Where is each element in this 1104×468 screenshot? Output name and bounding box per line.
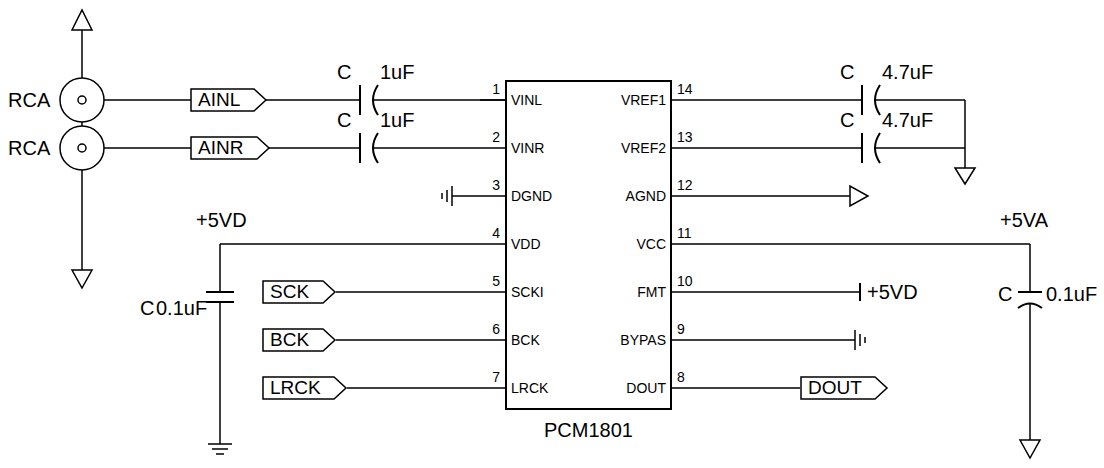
component-value: 1uF xyxy=(380,108,414,132)
pin-number: 11 xyxy=(677,224,692,242)
pin-number: 10 xyxy=(677,272,693,290)
pin-number: 7 xyxy=(492,368,500,386)
pin-name: BYPAS xyxy=(620,330,666,350)
pin-number: 6 xyxy=(492,320,500,338)
off-page-connector: DOUT xyxy=(800,376,888,400)
pin-name: DOUT xyxy=(626,378,666,398)
component-value: 1uF xyxy=(380,60,414,84)
signal-wire xyxy=(336,291,505,293)
pin-name: FMT xyxy=(637,282,666,302)
jack-label: RCA xyxy=(8,88,50,112)
component-value: 0.1uF xyxy=(1046,282,1097,306)
power-rail: +5VD xyxy=(867,280,918,304)
pin-name: DGND xyxy=(511,186,552,206)
pin-name: VCC xyxy=(636,234,666,254)
signal-name: AINL xyxy=(190,88,240,112)
component-ref: C xyxy=(140,296,154,320)
pin-name: LRCK xyxy=(511,378,548,398)
pin-name: SCKI xyxy=(511,282,544,302)
pin-name: VINR xyxy=(511,138,544,158)
pin-number: 1 xyxy=(492,80,500,98)
pin-name: AGND xyxy=(626,186,666,206)
component-ref: C xyxy=(337,108,351,132)
pin-number: 4 xyxy=(492,224,500,242)
pin-number: 3 xyxy=(492,176,500,194)
signal-name: DOUT xyxy=(800,376,862,400)
signal-name: BCK xyxy=(262,328,309,352)
part-number: PCM1801 xyxy=(507,418,670,442)
pin-number: 12 xyxy=(677,176,693,194)
signal-name: AINR xyxy=(190,136,243,160)
component-ref: C xyxy=(840,60,854,84)
component-value: 4.7uF xyxy=(882,108,933,132)
off-page-connector: AINR xyxy=(190,136,270,160)
signal-wire xyxy=(672,387,800,389)
pin-name: VDD xyxy=(511,234,541,254)
off-page-connector: SCK xyxy=(262,280,336,304)
pin-name: VREF1 xyxy=(621,90,666,110)
pin-number: 2 xyxy=(492,128,500,146)
pin-number: 13 xyxy=(677,128,693,146)
signal-name: LRCK xyxy=(262,376,321,400)
component-value: 4.7uF xyxy=(882,60,933,84)
component-ref: C xyxy=(840,108,854,132)
component-value: 0.1uF xyxy=(156,296,207,320)
component-ref: C xyxy=(337,60,351,84)
off-page-connector: BCK xyxy=(262,328,336,352)
pin-name: VREF2 xyxy=(621,138,666,158)
off-page-connector: LRCK xyxy=(262,376,347,400)
pin-name: VINL xyxy=(511,90,542,110)
jack-label: RCA xyxy=(8,136,50,160)
pin-number: 8 xyxy=(677,368,685,386)
signal-wire xyxy=(347,387,505,389)
off-page-connector: AINL xyxy=(190,88,267,112)
pin-name: BCK xyxy=(511,330,540,350)
power-rail: +5VA xyxy=(1000,208,1048,232)
ic-body: VINL VINR DGND VDD SCKI BCK LRCK VREF1VREF2AGND… xyxy=(505,80,672,410)
component-ref: C xyxy=(998,282,1012,306)
pin-number: 5 xyxy=(492,272,500,290)
signal-name: SCK xyxy=(262,280,309,304)
signal-wire xyxy=(336,339,505,341)
power-rail: +5VD xyxy=(196,208,247,232)
pin-number: 9 xyxy=(677,320,685,338)
pin-number: 14 xyxy=(677,80,693,98)
